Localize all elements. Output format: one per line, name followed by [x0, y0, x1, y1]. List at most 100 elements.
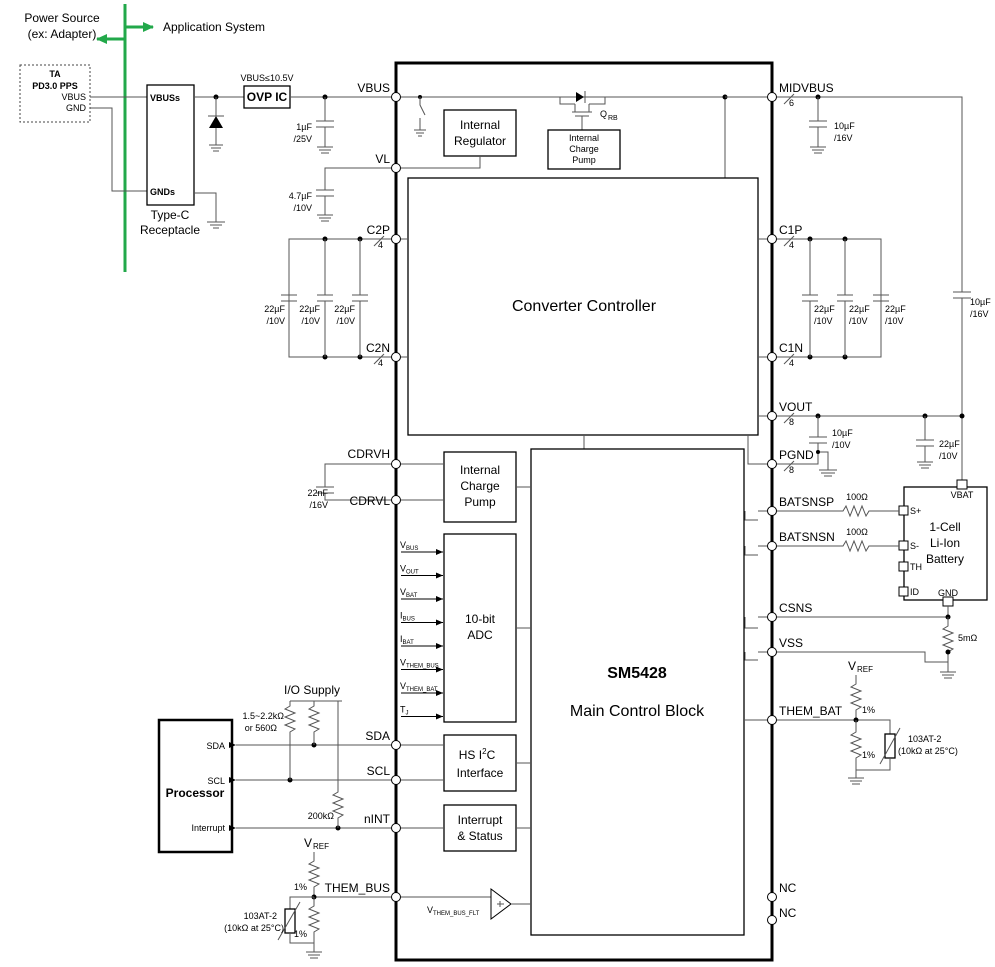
svg-text:22µF: 22µF: [885, 304, 906, 314]
svg-text:OVP IC: OVP IC: [247, 90, 288, 104]
adc-input-label: IBAT: [400, 634, 414, 646]
tvs-diode: [208, 94, 224, 152]
svg-text:Interrupt: Interrupt: [191, 823, 225, 833]
svg-text:REF: REF: [313, 842, 329, 851]
svg-text:/10V: /10V: [266, 316, 285, 326]
system-boundary: Power Source (ex: Adapter) Application S…: [24, 4, 265, 272]
svg-text:ADC: ADC: [467, 628, 493, 642]
svg-text:Charge: Charge: [460, 479, 500, 493]
pin-nc-1: NC: [779, 881, 797, 895]
svg-text:/10V: /10V: [939, 451, 958, 461]
pin-vbus: VBUS: [357, 81, 390, 95]
right-pins: MIDVBUS 6 C1P 4 C1N 4 VOUT 8 PGND 8 BATS…: [767, 81, 843, 925]
pin-c1n: C1N: [779, 341, 803, 355]
vbus-capacitor: 1µF /25V: [293, 97, 334, 154]
adc-input-label: VOUT: [400, 564, 419, 576]
svg-text:100Ω: 100Ω: [846, 492, 868, 502]
i2c-pullups: I/O Supply 1.5~2.2kΩ or 560Ω 200kΩ: [242, 683, 345, 828]
svg-text:8: 8: [789, 417, 794, 427]
svg-text:V: V: [848, 659, 856, 673]
adc-input-label: IBUS: [400, 611, 415, 623]
pin-pgnd: PGND: [779, 448, 814, 462]
svg-text:(10kΩ at 25°C): (10kΩ at 25°C): [898, 746, 958, 756]
pin-c2p: C2P: [367, 223, 390, 237]
svg-text:VBUS≤10.5V: VBUS≤10.5V: [241, 73, 294, 83]
adc-block: 10-bit ADC: [443, 533, 517, 723]
svg-text:Processor: Processor: [166, 786, 225, 800]
svg-text:103AT-2: 103AT-2: [244, 911, 277, 921]
adc-input-label: TJ: [400, 705, 409, 717]
them-bat-network: V REF 1% 1% 103AT-2 (10kΩ at 25°C): [777, 659, 958, 785]
svg-text:Internal: Internal: [569, 133, 599, 143]
svg-text:TA: TA: [49, 69, 61, 79]
svg-text:ID: ID: [910, 587, 920, 597]
svg-text:/10V: /10V: [849, 316, 868, 326]
application-system-label: Application System: [163, 20, 265, 34]
type-c-receptacle: VBUSs GNDs Type-C Receptacle: [140, 84, 200, 237]
svg-text:S-: S-: [910, 541, 919, 551]
pin-c2n: C2N: [366, 341, 390, 355]
svg-text:Pump: Pump: [464, 495, 496, 509]
pin-csns: CSNS: [779, 601, 812, 615]
svg-text:1%: 1%: [294, 929, 307, 939]
pin-sda: SDA: [365, 729, 390, 743]
svg-text:22µF: 22µF: [334, 304, 355, 314]
ovp-ic: OVP IC VBUS≤10.5V: [241, 73, 294, 109]
svg-text:6: 6: [789, 98, 794, 108]
svg-text:RB: RB: [608, 115, 618, 122]
pin-vl: VL: [375, 152, 390, 166]
main-control-block: SM5428 Main Control Block: [530, 448, 745, 936]
svg-text:/10V: /10V: [336, 316, 355, 326]
interrupt-status-block: Interrupt & Status: [443, 804, 517, 852]
chip-name: SM5428: [607, 665, 667, 682]
svg-text:10µF: 10µF: [834, 121, 855, 131]
pin-vss: VSS: [779, 636, 803, 650]
svg-text:8: 8: [789, 465, 794, 475]
svg-text:103AT-2: 103AT-2: [908, 734, 941, 744]
svg-text:VTHEM_BUS_FLT: VTHEM_BUS_FLT: [427, 905, 480, 917]
batsnsp-resistor: 100Ω: [777, 492, 899, 518]
top-charge-pump-block: Internal Charge Pump: [547, 129, 621, 170]
svg-text:10µF: 10µF: [970, 297, 991, 307]
charge-pump-block: Internal Charge Pump: [443, 451, 517, 523]
svg-text:4: 4: [378, 358, 383, 368]
svg-text:4: 4: [789, 358, 794, 368]
c1-flying-capacitors: 22µF /10V 22µF /10V 22µF /10V: [777, 236, 906, 360]
svg-text:/16V: /16V: [970, 309, 989, 319]
svg-text:VBUSs: VBUSs: [150, 93, 180, 103]
svg-text:/16V: /16V: [309, 500, 328, 510]
svg-text:1.5~2.2kΩ: 1.5~2.2kΩ: [242, 711, 284, 721]
c2-flying-capacitors: 22µF /10V 22µF /10V 22µF /10V: [264, 236, 391, 360]
svg-text:22µF: 22µF: [814, 304, 835, 314]
svg-text:200kΩ: 200kΩ: [308, 811, 335, 821]
adc-input-label: VTHEM_BUS: [400, 658, 439, 670]
batsnsn-resistor: 100Ω: [777, 527, 899, 553]
svg-text:Charge: Charge: [569, 144, 599, 154]
svg-text:5mΩ: 5mΩ: [958, 633, 978, 643]
svg-text:SDA: SDA: [206, 741, 225, 751]
pin-scl: SCL: [367, 764, 391, 778]
svg-text:I/O Supply: I/O Supply: [284, 683, 340, 697]
vbat-capacitor: 10µF /16V: [953, 291, 991, 416]
pin-them-bat: THEM_BAT: [779, 704, 843, 718]
svg-text:22nF: 22nF: [307, 488, 328, 498]
svg-text:Q: Q: [600, 109, 607, 119]
svg-text:Converter Controller: Converter Controller: [512, 298, 657, 315]
svg-text:Li-Ion: Li-Ion: [930, 536, 960, 550]
svg-text:PD3.0 PPS: PD3.0 PPS: [32, 81, 78, 91]
vout-capacitors: 10µF /10V 22µF /10V: [809, 416, 960, 469]
pin-cdrvl: CDRVL: [350, 494, 391, 508]
vl-capacitor: 4.7µF /10V: [289, 167, 391, 222]
svg-text:22µF: 22µF: [299, 304, 320, 314]
svg-text:TH: TH: [910, 562, 922, 572]
svg-text:/10V: /10V: [814, 316, 833, 326]
adc-input-label: VBAT: [400, 587, 418, 599]
svg-text:Interface: Interface: [457, 766, 504, 780]
converter-controller-block: Converter Controller: [407, 177, 759, 436]
svg-text:REF: REF: [857, 665, 873, 674]
svg-text:22µF: 22µF: [264, 304, 285, 314]
battery-pack: VBAT S+ S- TH ID GND 1-Cell Li-Ion Batte…: [898, 479, 988, 607]
svg-text:Internal: Internal: [460, 463, 500, 477]
svg-text:/25V: /25V: [293, 134, 312, 144]
svg-text:GND: GND: [938, 588, 959, 598]
